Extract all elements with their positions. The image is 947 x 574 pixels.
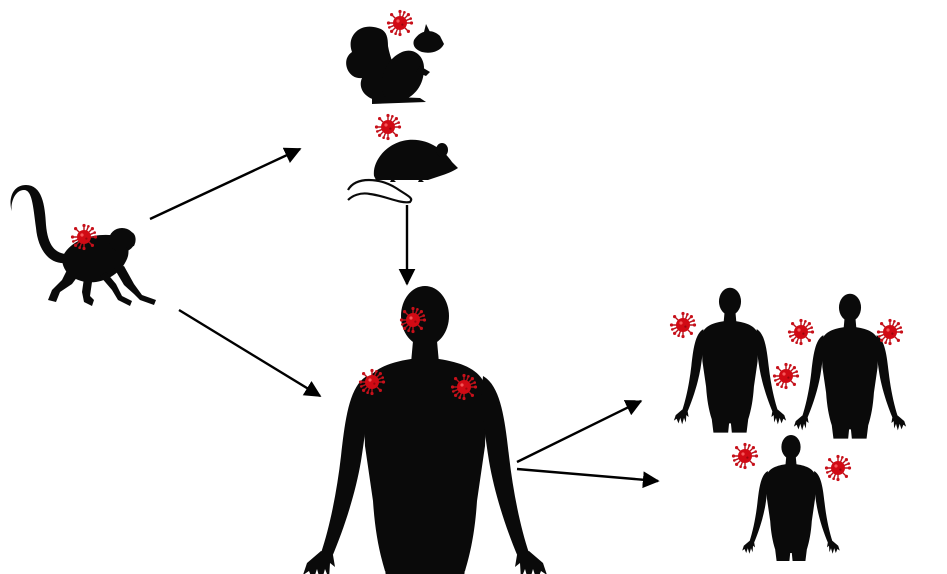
virus-icon-index-left: [359, 369, 385, 395]
virus-icon-contact-b: [788, 319, 814, 345]
arrow-monkey-to-human: [179, 310, 320, 396]
human-silhouette-icon: [303, 286, 547, 574]
human-contact-1: [674, 288, 786, 433]
virus-icon-monkey: [71, 224, 97, 250]
virus-icon-contact-a: [670, 312, 696, 338]
arrow-human-to-contact-3: [517, 469, 658, 481]
virus-icon-contact-e: [732, 443, 758, 469]
squirrel-icon: [346, 24, 444, 104]
human-silhouette-icon: [674, 288, 786, 433]
virus-icon-squirrel: [387, 10, 413, 36]
virus-icon-contact-f: [825, 455, 851, 481]
monkey-icon: [11, 185, 156, 306]
human-contact-3: [742, 435, 840, 561]
virus-icon-contact-c: [877, 319, 903, 345]
arrow-human-to-contact-1: [517, 401, 641, 462]
virus-icon-rat: [375, 114, 401, 140]
virus-icon-index-top: [400, 307, 426, 333]
arrow-monkey-to-squirrel: [150, 149, 300, 219]
virus-icon-index-right: [451, 374, 477, 400]
human-silhouette-icon: [742, 435, 840, 561]
virus-icon-contact-d: [773, 363, 799, 389]
human-contact-2: [794, 294, 906, 439]
human-silhouette-icon: [794, 294, 906, 439]
rat-icon: [348, 140, 458, 203]
